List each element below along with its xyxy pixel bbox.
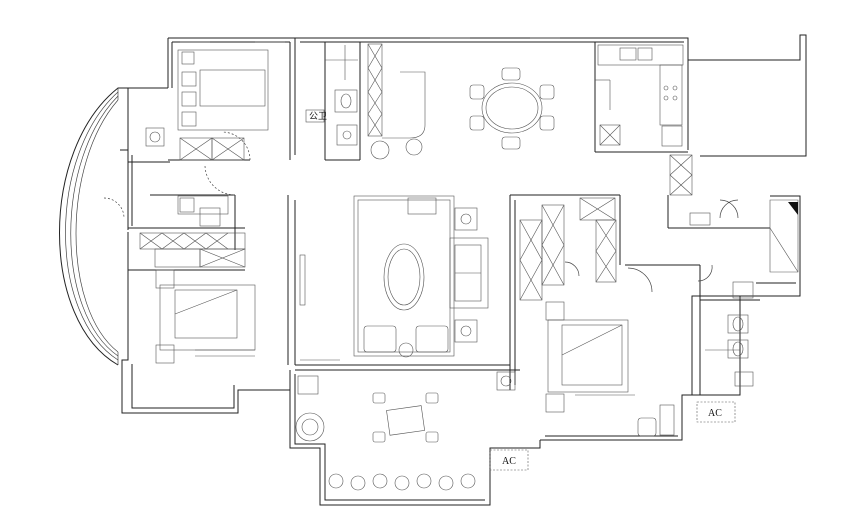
ac-unit-bottom: AC bbox=[489, 449, 529, 471]
dining-table bbox=[469, 67, 555, 150]
ac-label-bottom: AC bbox=[502, 456, 516, 467]
public-bathroom-label: 公卫 bbox=[309, 111, 327, 122]
left-bedroom bbox=[139, 195, 256, 364]
window-marks bbox=[180, 37, 560, 43]
terrace bbox=[295, 375, 476, 491]
exterior-walls bbox=[120, 34, 807, 506]
living-room bbox=[299, 195, 489, 361]
master-bedroom bbox=[496, 197, 675, 437]
study-room bbox=[145, 49, 269, 161]
door-swings bbox=[103, 131, 739, 293]
kitchen-island bbox=[367, 43, 426, 160]
public-bathroom: 公卫 bbox=[305, 45, 358, 146]
curved-bay-window bbox=[59, 87, 168, 366]
right-bathroom bbox=[669, 154, 799, 387]
ac-unit-right: AC bbox=[696, 401, 736, 423]
ac-label-right: AC bbox=[708, 408, 722, 419]
interior-walls bbox=[128, 42, 770, 395]
kitchen bbox=[595, 44, 684, 147]
